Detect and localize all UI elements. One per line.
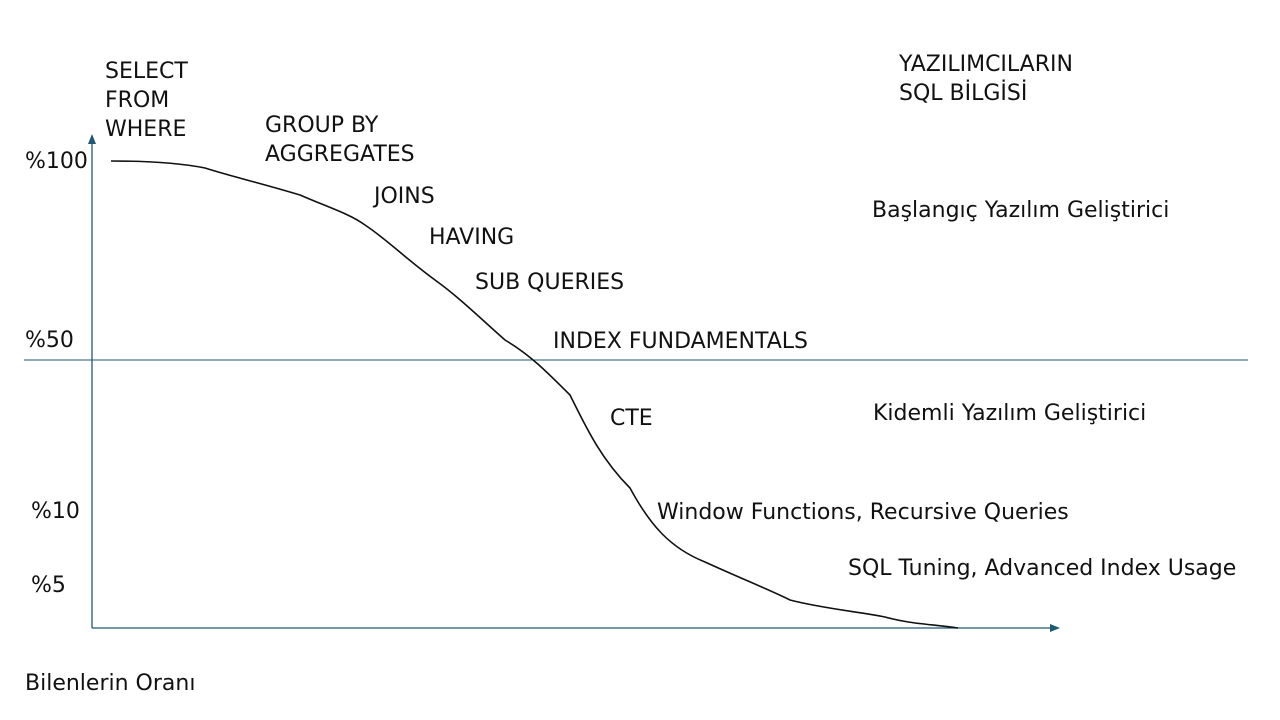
- x-axis-arrowhead: [1050, 624, 1060, 632]
- topic-line: WHERE: [105, 117, 187, 142]
- y-tick-50: %50: [25, 328, 74, 353]
- y-tick-100: %100: [25, 149, 88, 174]
- diagram-title: YAZILIMCILARIN SQL BİLGİSİ: [899, 50, 1073, 108]
- topic-line: HAVING: [429, 225, 515, 250]
- topic-line: AGGREGATES: [265, 142, 415, 167]
- y-axis-arrowhead: [88, 134, 96, 144]
- region-senior-developer: Kidemli Yazılım Geliştirici: [873, 401, 1147, 426]
- topic-group-by: GROUP BY AGGREGATES: [265, 111, 415, 169]
- topic-line: SELECT: [105, 59, 188, 84]
- topic-line: GROUP BY: [265, 113, 379, 138]
- topic-sql-tuning: SQL Tuning, Advanced Index Usage: [848, 554, 1236, 583]
- y-tick-5: %5: [31, 573, 66, 598]
- x-axis-label: Bilenlerin Oranı: [25, 671, 196, 696]
- topic-select-from-where: SELECT FROM WHERE: [105, 57, 188, 144]
- title-line-1: YAZILIMCILARIN: [899, 52, 1073, 77]
- topic-line: INDEX FUNDAMENTALS: [553, 329, 809, 354]
- topic-line: Window Functions, Recursive Queries: [657, 500, 1069, 525]
- topic-line: SUB QUERIES: [475, 270, 625, 295]
- topic-line: JOINS: [374, 184, 435, 209]
- topic-having: HAVING: [429, 223, 514, 252]
- topic-line: CTE: [610, 406, 653, 431]
- topic-line: FROM: [105, 88, 170, 113]
- topic-joins: JOINS: [374, 182, 435, 211]
- topic-index-fundamentals: INDEX FUNDAMENTALS: [553, 327, 808, 356]
- y-tick-10: %10: [31, 499, 80, 524]
- topic-sub-queries: SUB QUERIES: [475, 268, 624, 297]
- knowledge-curve: [110, 160, 959, 629]
- topic-line: SQL Tuning, Advanced Index Usage: [848, 556, 1237, 581]
- title-line-2: SQL BİLGİSİ: [899, 81, 1028, 106]
- topic-window-functions: Window Functions, Recursive Queries: [657, 498, 1069, 527]
- topic-cte: CTE: [610, 404, 653, 433]
- region-junior-developer: Başlangıç Yazılım Geliştirici: [872, 198, 1170, 223]
